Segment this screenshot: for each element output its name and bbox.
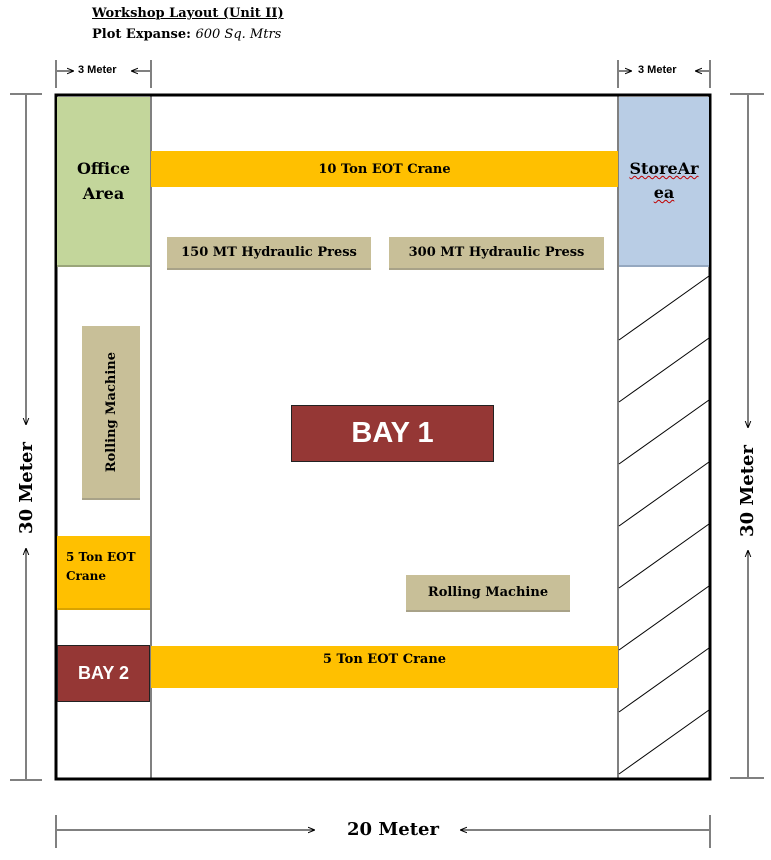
hatched-area [618,275,710,775]
left-width-dimension [55,60,152,88]
right-height-label: 30 Meter [737,443,758,539]
right-height-dimension [730,93,764,779]
bay-2: BAY 2 [57,645,150,702]
crane-5-ton-small-label: 5 Ton EOT Crane [66,550,136,583]
total-width-label: 20 Meter [343,819,443,840]
plot-boundary [54,93,712,781]
store-area-label-line2: ea [653,183,675,202]
total-width-dimension [55,815,711,848]
plot-expanse-value: 600 Sq. Mtrs [195,27,282,42]
store-area-label-line1: StoreAr [629,159,699,178]
right-width-label: 3 Meter [636,64,679,76]
left-width-label: 3 Meter [76,64,119,76]
hydraulic-press-300: 300 MT Hydraulic Press [389,237,604,270]
rolling-machine-horizontal: Rolling Machine [406,575,570,612]
diagram-title: Workshop Layout (Unit II) [92,6,284,21]
left-height-label: 30 Meter [16,440,37,536]
crane-5-ton-bottom: 5 Ton EOT Crane [151,646,618,688]
hydraulic-press-150: 150 MT Hydraulic Press [167,237,371,270]
plot-expanse: Plot Expanse: 600 Sq. Mtrs [92,27,281,42]
rolling-machine-vertical: Rolling Machine [82,326,140,500]
bay-1: BAY 1 [291,405,494,462]
crane-5-ton-small: 5 Ton EOT Crane [57,536,150,610]
store-area: StoreAr ea [619,97,709,267]
right-width-dimension [617,60,711,88]
office-area: Office Area [57,97,150,267]
rolling-machine-vertical-label: Rolling Machine [103,351,119,473]
plot-expanse-label: Plot Expanse: [92,27,191,42]
office-area-label: Office Area [76,159,131,203]
left-height-dimension [10,93,42,781]
crane-10-ton: 10 Ton EOT Crane [151,151,618,187]
